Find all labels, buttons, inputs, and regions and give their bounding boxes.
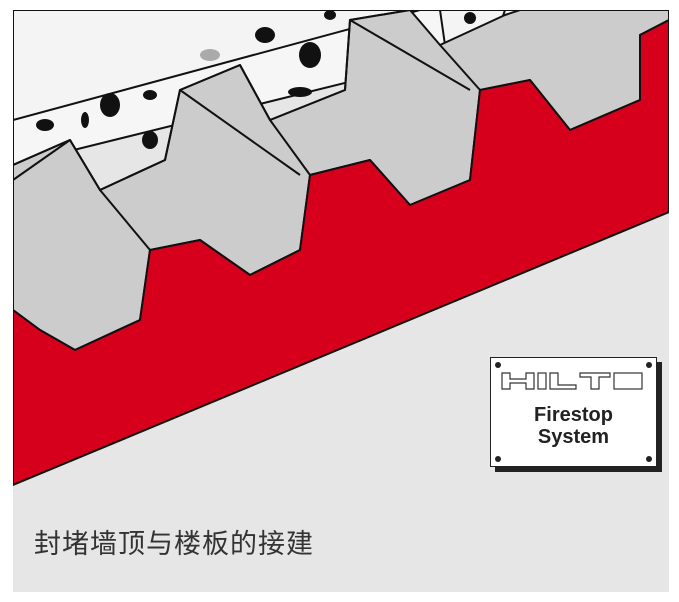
caption: 封堵墙顶与楼板的接建 — [34, 529, 314, 560]
plate-label: Firestop System — [491, 404, 656, 448]
rivet-icon — [495, 456, 501, 462]
deck-edge-line — [13, 10, 411, 191]
aggregate-stones — [36, 10, 476, 149]
aggregate-stones-gray — [200, 49, 220, 61]
plate-line1: Firestop — [534, 404, 613, 426]
rivet-icon — [646, 456, 652, 462]
flute-fold-line — [13, 139, 71, 181]
hilti-logo — [501, 372, 643, 390]
flute-fold-line — [179, 89, 301, 176]
flute-fold-line — [269, 119, 311, 176]
firestop-sealant — [13, 19, 669, 486]
flute-fold-line — [349, 19, 471, 91]
flute-fold-line — [99, 189, 151, 251]
hilti-firestop-plate: Firestop System — [490, 357, 657, 467]
concrete-slab — [13, 10, 669, 121]
rivet-icon — [646, 362, 652, 368]
plate-line2: System — [537, 426, 610, 448]
rivet-icon — [495, 362, 501, 368]
flute-fold-line — [439, 44, 481, 91]
